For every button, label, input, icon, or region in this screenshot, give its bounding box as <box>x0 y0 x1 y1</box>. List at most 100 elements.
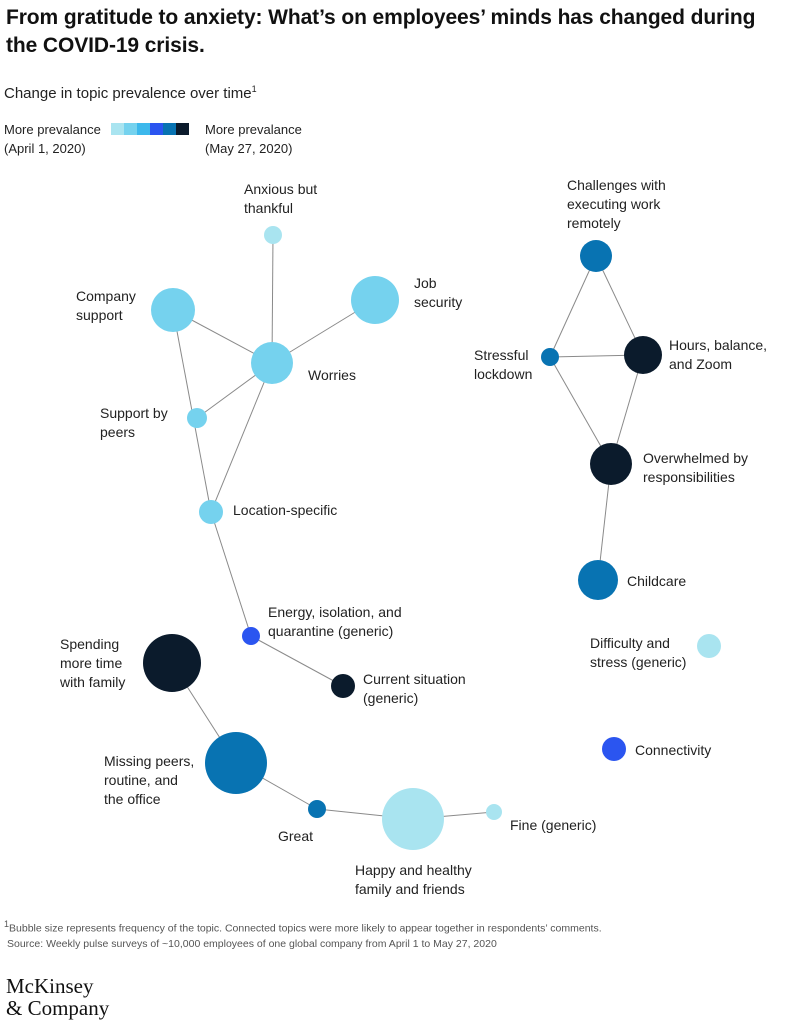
label-anxious-line-1: Anxious but <box>244 181 318 197</box>
logo-line-2: & Company <box>6 996 110 1020</box>
legend-swatch-4 <box>150 123 163 135</box>
label-job-line-1: Job <box>414 275 437 291</box>
legend-swatch-3 <box>137 123 150 135</box>
label-missing: Missing peers, routine, and the office <box>104 752 194 809</box>
label-challenges-line-3: remotely <box>567 215 621 231</box>
label-missing-line-3: the office <box>104 791 161 807</box>
label-current: Current situation (generic) <box>363 670 466 708</box>
bubble-worries <box>251 342 293 384</box>
label-stressful-line-1: Stressful <box>474 347 529 363</box>
label-difficulty: Difficulty and stress (generic) <box>590 634 686 672</box>
label-hours-line-2: and Zoom <box>669 356 733 372</box>
label-spending-line-2: more time <box>60 655 123 671</box>
label-job: Job security <box>414 274 462 312</box>
label-great-line-1: Great <box>278 828 314 844</box>
bubble-happy <box>382 788 444 850</box>
bubble-great <box>308 800 326 818</box>
label-happy-line-2: family and friends <box>355 881 465 897</box>
label-fine-line-1: Fine (generic) <box>510 817 597 833</box>
bubble-stressful <box>541 348 559 366</box>
subtitle-footnote-mark: 1 <box>251 84 257 94</box>
legend-swatch-5 <box>163 123 176 135</box>
label-peers-line-2: peers <box>100 424 136 440</box>
network-edges <box>171 234 644 820</box>
chart-title: From gratitude to anxiety: What’s on emp… <box>6 6 756 57</box>
legend-color-scale <box>111 123 189 135</box>
bubble-spending <box>143 634 201 692</box>
legend-left-line1: More prevalance <box>4 122 101 137</box>
label-company-line-1: Company <box>76 288 136 304</box>
network-bubbles <box>143 226 721 850</box>
bubble-overwhelmed <box>590 443 632 485</box>
footnote-text: Bubble size represents frequency of the … <box>9 922 602 935</box>
logo-line-1: McKinsey <box>6 974 94 998</box>
bubble-childcare <box>578 560 618 600</box>
bubble-hours <box>624 336 662 374</box>
label-anxious-line-2: thankful <box>244 200 294 216</box>
label-worries-line-1: Worries <box>308 367 356 383</box>
label-overwhelmed-line-2: responsibilities <box>643 469 735 485</box>
label-current-line-2: (generic) <box>363 690 419 706</box>
label-stressful-line-2: lockdown <box>474 366 533 382</box>
legend-swatch-2 <box>124 123 137 135</box>
bubble-company <box>151 288 195 332</box>
topic-network-diagram <box>143 226 721 850</box>
edge-worries-location <box>210 362 273 513</box>
label-energy-line-1: Energy, isolation, and <box>268 604 402 620</box>
label-energy-line-2: quarantine (generic) <box>268 623 394 639</box>
label-happy-line-1: Happy and healthy <box>355 862 472 878</box>
label-energy: Energy, isolation, and quarantine (generi… <box>268 603 402 641</box>
edge-energy-current <box>250 635 344 687</box>
bubble-job <box>351 276 399 324</box>
bubble-anxious <box>264 226 282 244</box>
bubble-peers <box>187 408 207 428</box>
label-difficulty-line-1: Difficulty and <box>590 635 670 651</box>
legend-right-line1: More prevalance <box>205 122 302 137</box>
label-location-line-1: Location-specific <box>233 502 338 518</box>
edge-anxious-worries <box>271 234 274 364</box>
label-fine: Fine (generic) <box>510 816 596 835</box>
label-location: Location-specific <box>233 501 337 520</box>
legend-right-line2: (May 27, 2020) <box>205 141 293 156</box>
label-current-line-1: Current situation <box>363 671 466 687</box>
bubble-energy <box>242 627 260 645</box>
bubble-connectivity <box>602 737 626 761</box>
bubble-location <box>199 500 223 524</box>
label-childcare-line-1: Childcare <box>627 573 687 589</box>
legend-left-line2: (April 1, 2020) <box>4 141 86 156</box>
label-difficulty-line-2: stress (generic) <box>590 654 687 670</box>
label-connectivity: Connectivity <box>635 741 711 760</box>
label-childcare: Childcare <box>627 572 686 591</box>
footnote-line-1: 1Bubble size represents frequency of the… <box>4 917 602 937</box>
label-stressful: Stressful lockdown <box>474 346 532 384</box>
footnote-line-2: Source: Weekly pulse surveys of ~10,000 … <box>7 937 497 950</box>
label-missing-line-2: routine, and <box>104 772 178 788</box>
label-connectivity-line-1: Connectivity <box>635 742 712 758</box>
footnote: 1Bubble size represents frequency of the… <box>4 917 602 952</box>
label-happy: Happy and healthy family and friends <box>355 861 472 899</box>
subtitle-text: Change in topic prevalence over time <box>4 85 252 102</box>
label-challenges-line-2: executing work <box>567 196 661 212</box>
bubble-fine <box>486 804 502 820</box>
label-worries: Worries <box>308 366 356 385</box>
legend-swatch-1 <box>111 123 124 135</box>
label-anxious: Anxious but thankful <box>244 180 317 218</box>
chart-subtitle: Change in topic prevalence over time1 <box>4 84 257 102</box>
bubble-current <box>331 674 355 698</box>
label-spending-line-3: with family <box>60 674 126 690</box>
label-job-line-2: security <box>414 294 463 310</box>
legend-right-label: More prevalance (May 27, 2020) <box>205 120 302 158</box>
label-hours: Hours, balance, and Zoom <box>669 336 767 374</box>
label-missing-line-1: Missing peers, <box>104 753 195 769</box>
footnote-mark: 1 <box>4 919 10 929</box>
legend-left-label: More prevalance (April 1, 2020) <box>4 120 101 158</box>
label-hours-line-1: Hours, balance, <box>669 337 768 353</box>
edge-location-energy <box>210 511 252 637</box>
label-challenges-line-1: Challenges with <box>567 177 666 193</box>
edge-challenges-stressful <box>549 255 597 358</box>
bubble-difficulty <box>697 634 721 658</box>
